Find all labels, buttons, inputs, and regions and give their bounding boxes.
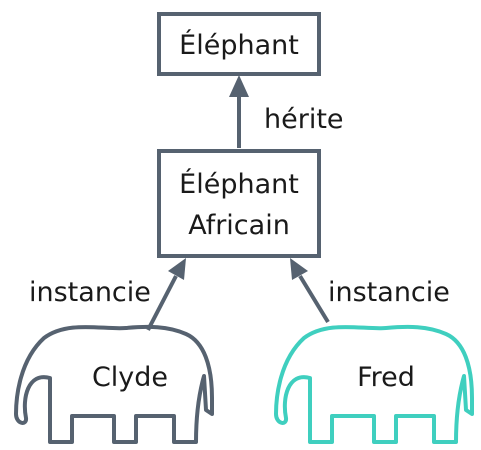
- fred-label: Fred: [357, 362, 415, 393]
- clyde-instance: Clyde: [16, 327, 212, 442]
- instantiates-arrow-right: [290, 258, 328, 322]
- african-elephant-label-line1: Éléphant: [179, 168, 299, 200]
- elephant-class-label: Éléphant: [179, 29, 299, 61]
- african-elephant-class-node: Éléphant Africain: [159, 151, 319, 256]
- elephant-class-node: Éléphant: [159, 14, 319, 74]
- african-elephant-label-line2: Africain: [188, 210, 290, 241]
- fred-instance: Fred: [276, 327, 472, 442]
- instantiates-label-right: instancie: [328, 277, 450, 308]
- inherits-arrow: [229, 75, 249, 148]
- clyde-label: Clyde: [92, 362, 168, 393]
- instantiates-label-left: instancie: [29, 277, 151, 308]
- instantiates-arrow-left: [148, 258, 186, 330]
- inherits-label: hérite: [264, 104, 344, 135]
